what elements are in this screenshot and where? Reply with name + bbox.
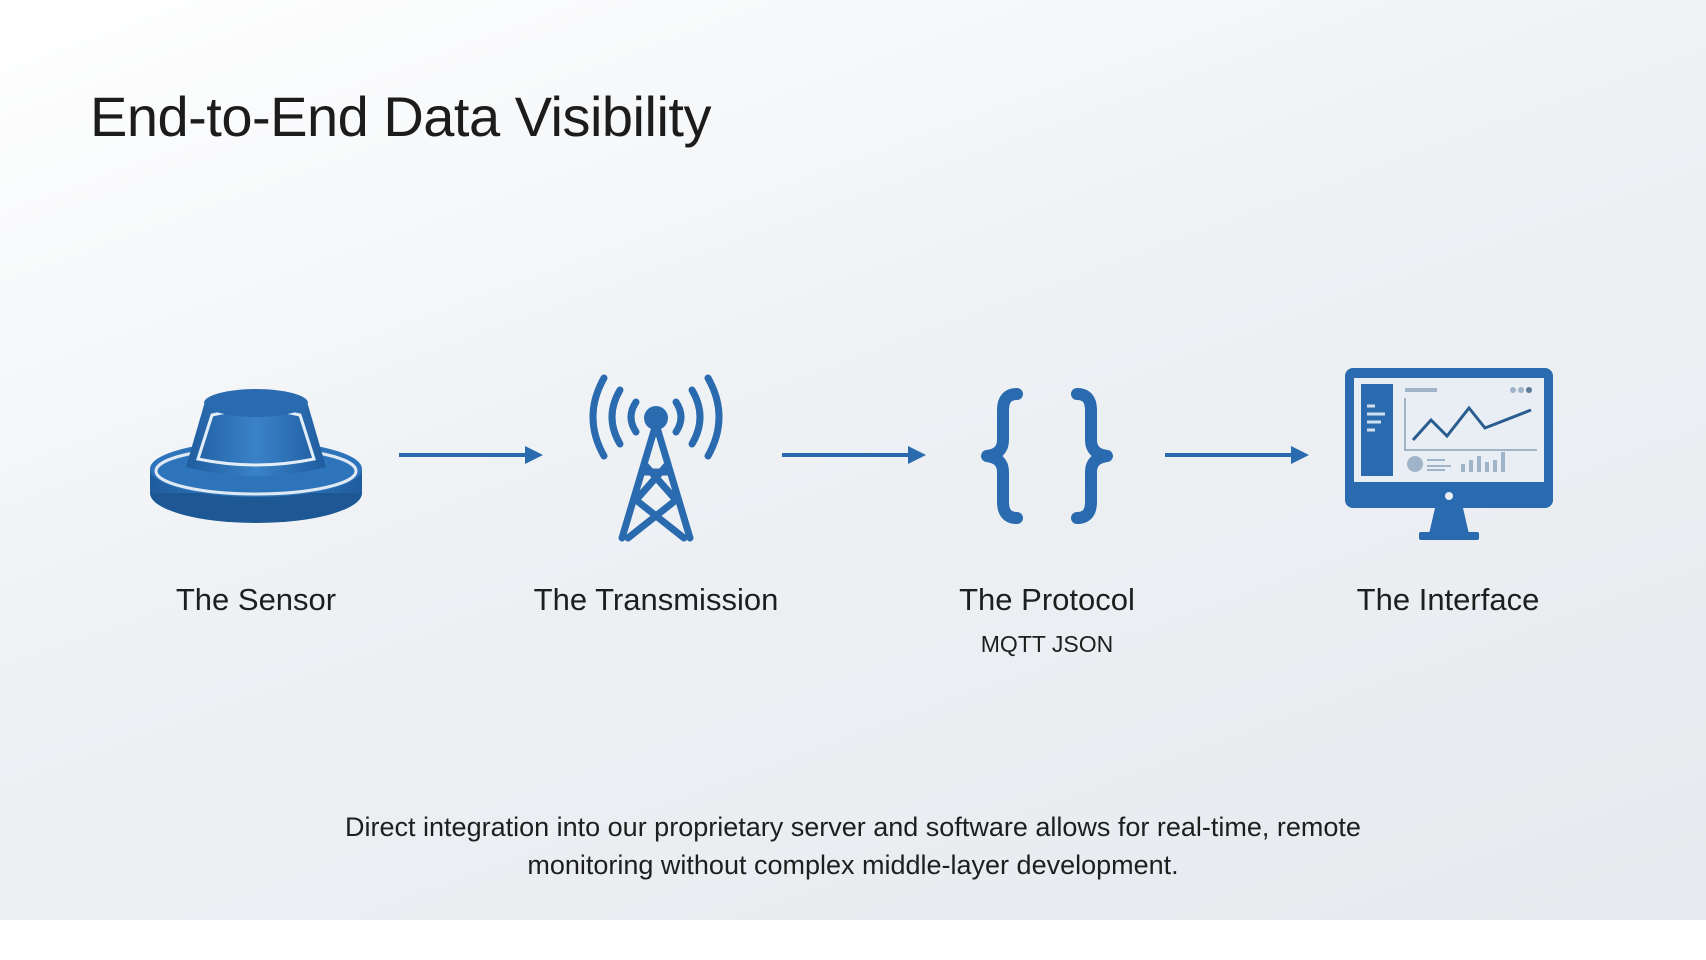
sensor-icon [150,389,362,523]
footer-line: Direct integration into our proprietary … [345,812,1361,842]
step-label-transmission: The Transmission [533,582,779,617]
curly-braces-icon [981,388,1113,524]
footer-description: Direct integration into our proprietary … [253,808,1453,884]
slide: End-to-End Data Visibility [0,0,1706,920]
step-label-protocol: The Protocol [959,582,1135,617]
arrow-right-icon [399,446,543,464]
radio-tower-icon [589,374,723,542]
arrow-right-icon [782,446,926,464]
slide-title: End-to-End Data Visibility [90,85,711,148]
monitor-dashboard-icon [1345,368,1553,540]
step-sub-protocol: MQTT JSON [980,631,1114,657]
step-label-sensor: The Sensor [175,582,337,617]
step-label-interface: The Interface [1356,582,1540,617]
arrow-right-icon [1165,446,1309,464]
footer-line: monitoring without complex middle-layer … [527,850,1179,880]
